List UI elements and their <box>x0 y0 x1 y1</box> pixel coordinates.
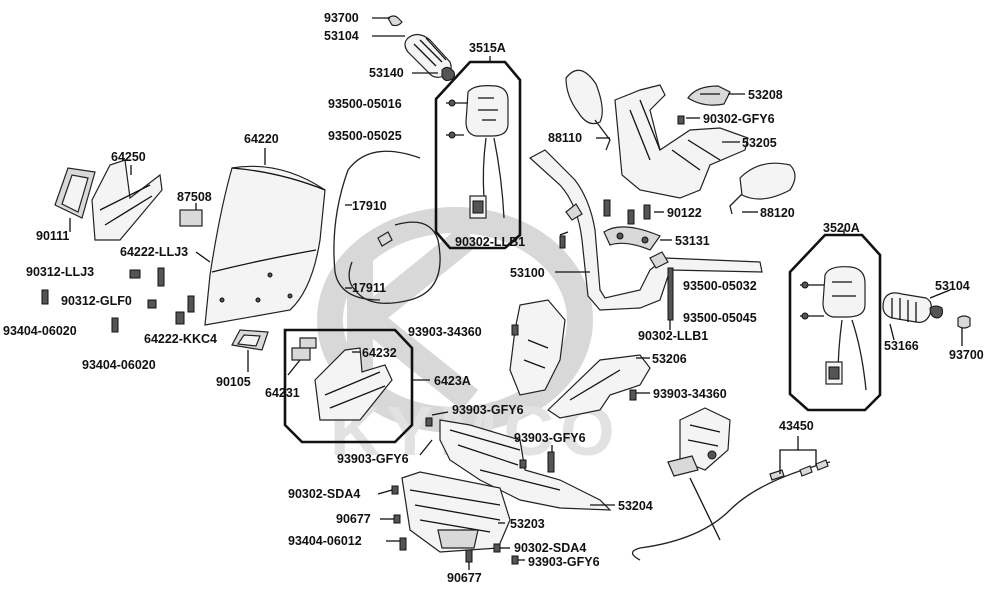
label-88110: 88110 <box>548 131 582 145</box>
label-87508: 87508 <box>177 190 212 204</box>
label-53166: 53166 <box>884 339 919 353</box>
label-53206: 53206 <box>652 352 687 366</box>
label-53104-right: 53104 <box>935 279 970 293</box>
label-93700-right: 93700 <box>949 348 984 362</box>
label-93404-06020-b: 93404-06020 <box>82 358 156 372</box>
decal-87508 <box>179 209 203 227</box>
label-90302-SDA4-a: 90302-SDA4 <box>288 487 360 501</box>
label-64222-LLJ3: 64222-LLJ3 <box>120 245 188 259</box>
right-switch <box>822 266 867 391</box>
label-53100: 53100 <box>510 266 545 280</box>
switch-box-left-outline <box>434 60 522 250</box>
label-90302-GFY6: 90302-GFY6 <box>703 112 775 126</box>
label-53205: 53205 <box>742 136 777 150</box>
label-43450: 43450 <box>779 419 814 433</box>
label-90302-SDA4-b: 90302-SDA4 <box>514 541 586 555</box>
label-93500-05032: 93500-05032 <box>683 279 757 293</box>
label-64250: 64250 <box>111 150 146 164</box>
label-90312-LLJ3: 90312-LLJ3 <box>26 265 94 279</box>
grip-right <box>882 292 971 329</box>
screw-93903-34360-left <box>511 324 519 336</box>
label-93903-GFY6-b: 93903-GFY6 <box>514 431 586 445</box>
windscreen <box>204 165 326 326</box>
label-88120: 88120 <box>760 206 795 220</box>
part-labels: 93700 53104 53140 3515A 93500-05016 9350… <box>3 11 984 585</box>
label-64222-KKC4: 64222-KKC4 <box>144 332 217 346</box>
label-90677-a: 90677 <box>336 512 371 526</box>
label-17911: 17911 <box>352 281 386 295</box>
cover-53204 <box>439 419 612 511</box>
label-90122: 90122 <box>667 206 702 220</box>
screws-lower <box>391 417 555 565</box>
label-64231: 64231 <box>265 386 300 400</box>
label-93903-34360-right: 93903-34360 <box>653 387 727 401</box>
bracket-90111 <box>54 167 96 219</box>
mirror-88120 <box>729 162 796 215</box>
label-93500-05025: 93500-05025 <box>328 129 402 143</box>
label-3520A: 3520A <box>823 221 860 235</box>
screw-90302-GFY6 <box>677 115 685 125</box>
bolt-90302-LLB1-left <box>559 235 566 249</box>
label-93404-06012: 93404-06012 <box>288 534 362 548</box>
label-17910: 17910 <box>352 199 387 213</box>
label-90312-GLF0: 90312-GLF0 <box>61 294 132 308</box>
holder-53131 <box>603 226 661 251</box>
fasteners-left <box>41 267 195 333</box>
cable-43450 <box>631 459 831 561</box>
bracket-box-outline <box>283 328 414 444</box>
label-93500-05016: 93500-05016 <box>328 97 402 111</box>
label-90677-b: 90677 <box>447 571 482 585</box>
panel-53206 <box>509 299 651 419</box>
screw-93903-34360-right <box>629 389 637 401</box>
label-53140: 53140 <box>369 66 404 80</box>
label-64232: 64232 <box>362 346 397 360</box>
label-90302-LLB1-left: 90302-LLB1 <box>455 235 525 249</box>
bracket-90105 <box>231 329 269 351</box>
label-93903-GFY6-d: 93903-GFY6 <box>528 555 600 569</box>
mirror-bracket-64250 <box>91 159 163 241</box>
label-6423A: 6423A <box>434 374 471 388</box>
label-53203: 53203 <box>510 517 545 531</box>
cover-53203 <box>401 471 511 553</box>
left-switch <box>465 85 509 219</box>
label-93500-05045: 93500-05045 <box>683 311 757 325</box>
label-90105: 90105 <box>216 375 251 389</box>
label-93903-GFY6-c: 93903-GFY6 <box>337 452 409 466</box>
label-93700-top: 93700 <box>324 11 359 25</box>
label-64220: 64220 <box>244 132 279 146</box>
cables-17910-17911 <box>333 150 441 304</box>
handlebar-53100 <box>528 149 763 311</box>
label-90302-LLB1-right: 90302-LLB1 <box>638 329 708 343</box>
bolts-90122 <box>603 199 651 225</box>
label-93404-06020-a: 93404-06020 <box>3 324 77 338</box>
label-93903-34360-left: 93903-34360 <box>408 325 482 339</box>
cover-53208 <box>687 85 731 106</box>
switch-box-right-outline <box>788 233 882 412</box>
label-90111: 90111 <box>36 229 69 243</box>
mirror-bracket-6423A <box>291 337 393 421</box>
mirror-88110 <box>565 69 611 151</box>
cover-53205 <box>614 84 749 199</box>
label-3515A: 3515A <box>469 41 506 55</box>
label-53208: 53208 <box>748 88 783 102</box>
lock-assembly <box>667 407 731 477</box>
grip-top <box>387 15 455 81</box>
label-53104-top: 53104 <box>324 29 359 43</box>
label-53204: 53204 <box>618 499 653 513</box>
label-53131: 53131 <box>675 234 710 248</box>
label-93903-GFY6-a: 93903-GFY6 <box>452 403 524 417</box>
bolt-90302-LLB1-right <box>667 267 674 321</box>
